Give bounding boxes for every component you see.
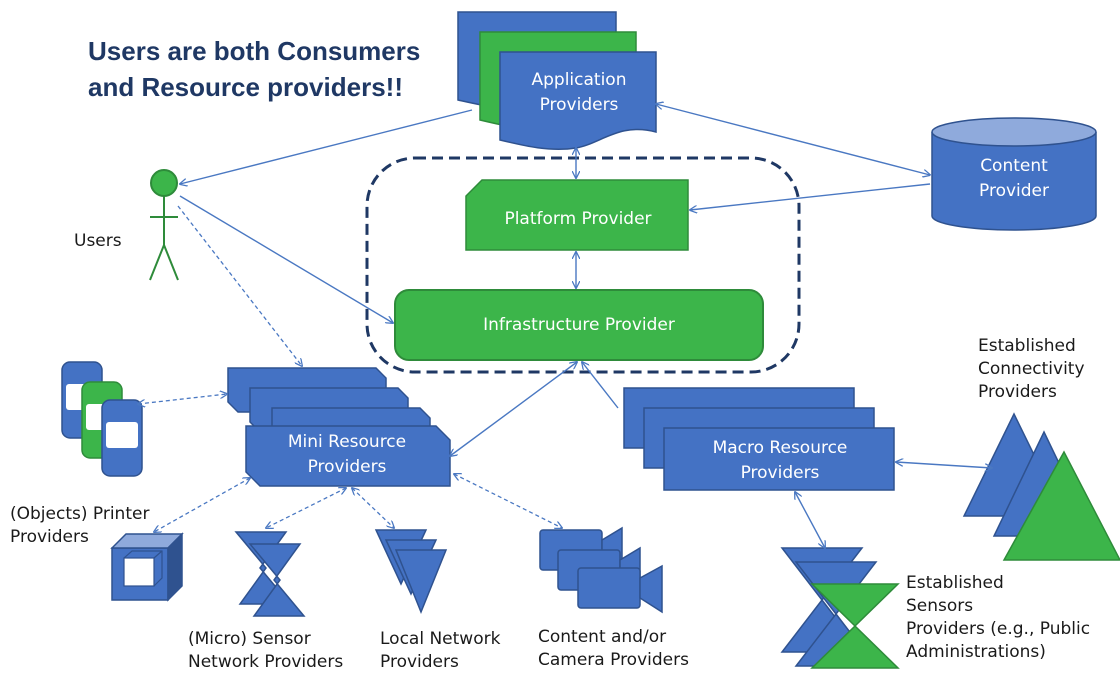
connector-mini-sensor	[266, 488, 346, 528]
infrastructure-provider-label: Infrastructure Provider	[483, 315, 675, 335]
content-provider-label: Content Provider	[979, 156, 1049, 201]
macro-resource-providers-label: Macro Resource Providers	[712, 438, 848, 483]
user-stick-figure-icon	[149, 169, 179, 281]
connector-phones-mini	[138, 394, 227, 404]
connector-mini-localnet	[352, 488, 394, 528]
connector-macro-sensors	[795, 492, 825, 548]
connector-app-users	[180, 109, 473, 184]
connector-mini-camera	[454, 474, 562, 528]
infrastructure-provider-box	[394, 289, 764, 361]
connector-users-mini	[177, 205, 302, 366]
connector-macro-connectivity	[896, 462, 992, 468]
mini-resource-providers-icon	[227, 367, 451, 487]
heading-line-1: Users are both Consumers	[88, 36, 421, 66]
connector-infra-macro	[582, 362, 619, 409]
connectors	[180, 104, 992, 548]
connector-mini-printer	[154, 478, 250, 532]
connectivity-triangles-icon	[962, 412, 1120, 561]
mini-resource-providers-label: Mini Resource Providers	[287, 432, 407, 477]
camera-icon	[539, 526, 663, 614]
diagram-heading: Users are both Consumers and Resource pr…	[88, 33, 468, 105]
heading-line-2: and Resource providers!!	[88, 72, 403, 102]
sensors-providers-label: Established Sensors Providers (e.g., Pub…	[906, 573, 1091, 662]
printer-providers-label: (Objects) Printer Providers	[10, 504, 150, 547]
dashed-connectors	[138, 205, 562, 532]
content-provider-icon	[931, 117, 1097, 231]
application-providers-icon	[457, 11, 657, 151]
connectivity-providers-label: Established Connectivity Providers	[978, 336, 1085, 402]
micro-sensor-hourglass-icon	[234, 531, 306, 617]
platform-provider-label: Platform Provider	[504, 209, 652, 229]
connector-app-content	[656, 104, 930, 175]
sensor-network-providers-label: (Micro) Sensor Network Providers	[188, 629, 344, 672]
established-sensors-hourglass-icon	[780, 547, 900, 669]
local-network-providers-label: Local Network Providers	[380, 629, 501, 672]
platform-provider-box	[465, 179, 689, 251]
device-phones-icon	[61, 361, 143, 477]
connector-users-infra	[179, 195, 393, 323]
local-network-triangles-icon	[374, 529, 448, 615]
users-label: Users	[74, 231, 122, 251]
printer-cube-icon	[110, 532, 184, 602]
platform-boundary	[365, 156, 801, 374]
macro-resource-providers-icon	[623, 387, 895, 491]
connector-infra-mini	[450, 362, 577, 456]
application-providers-label: Application Providers	[531, 70, 627, 115]
camera-providers-label: Content and/or Camera Providers	[538, 627, 689, 670]
connector-content-platform	[690, 183, 931, 210]
